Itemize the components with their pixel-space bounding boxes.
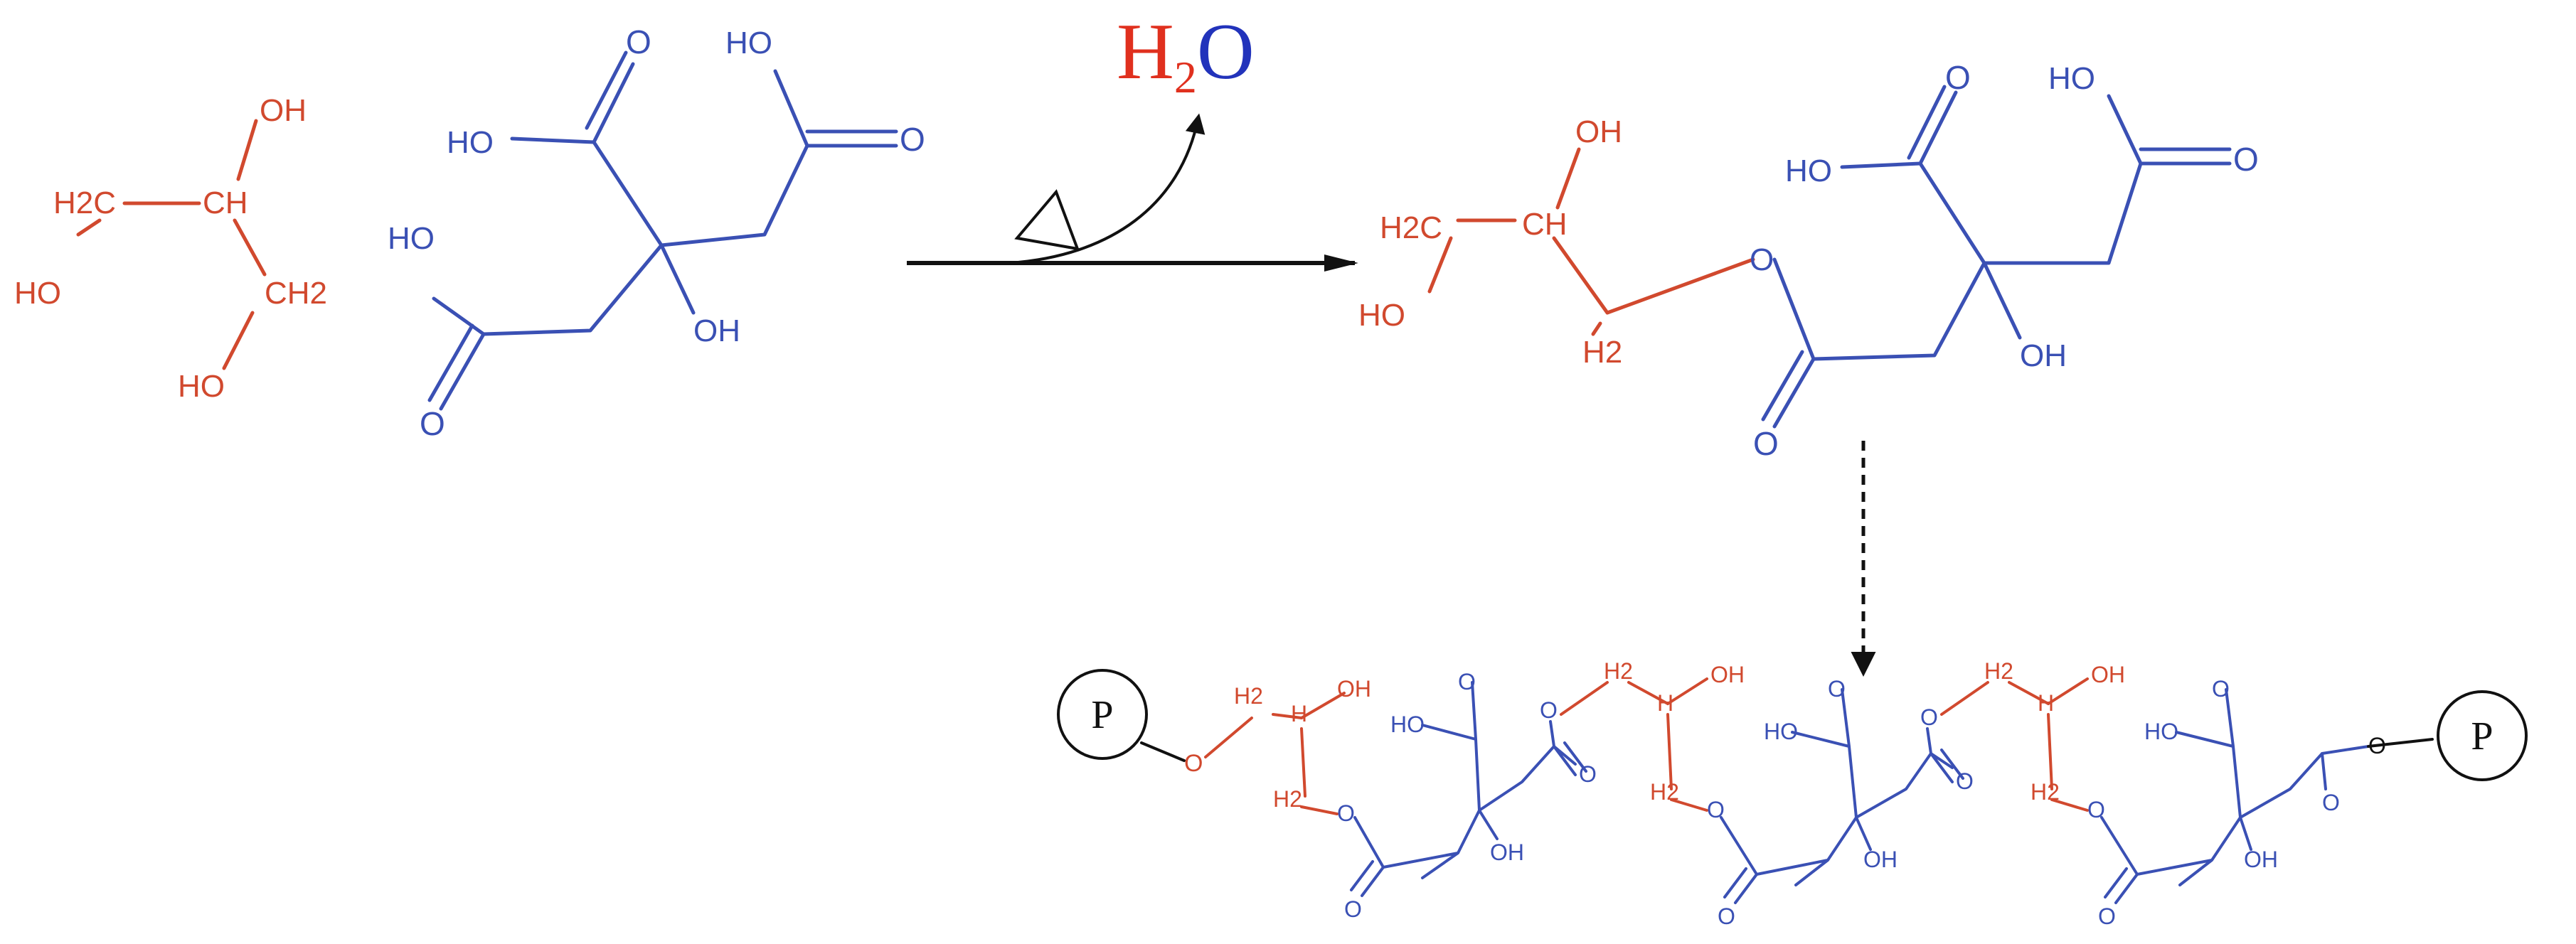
polymer-oh-1: OH <box>1337 676 1371 702</box>
polymer-o-1b: O <box>1458 669 1476 694</box>
polymer-o-label: O <box>1184 750 1203 777</box>
polymer-o-3b: O <box>2212 676 2230 702</box>
svg-text:H2O: H2O <box>1117 8 1255 102</box>
ester-o-top-label: O <box>1945 59 1971 96</box>
polymer-oh-3: OH <box>2091 662 2125 687</box>
polymer-o-3d: O <box>2322 790 2340 815</box>
water-byproduct: H2O <box>1117 8 1255 102</box>
polymer-o-2e: O <box>1920 704 1938 730</box>
polymer-h2-2a: H2 <box>1604 658 1633 684</box>
polymer-o-1d: O <box>1579 761 1597 787</box>
polymer-o-3e: O <box>2368 733 2386 758</box>
ester-h2c-label: H2C <box>1380 210 1442 245</box>
polymer-o-1e: O <box>1540 697 1558 723</box>
heat-triangle-icon <box>1014 189 1080 251</box>
ester-oh-citric-label: OH <box>2020 338 2067 373</box>
polymer-h-2: H <box>1657 690 1673 716</box>
citric-ho-mid-label: HO <box>388 221 435 256</box>
ester-ho-label: HO <box>1358 298 1405 333</box>
ester-ho-top-label: HO <box>2048 61 2095 96</box>
polymer-ho-2: HO <box>1764 719 1798 744</box>
glycerol-ho-bottom-label: HO <box>178 369 225 404</box>
polymer-h2-3b: H2 <box>2031 779 2060 805</box>
polymer-end-right-label: P <box>2471 714 2493 758</box>
polymer-end-left-label: P <box>1091 693 1113 737</box>
polymer-ho-3: HO <box>2144 719 2178 744</box>
polymer-ho-1: HO <box>1390 712 1425 737</box>
glycerol-ch-label: CH <box>203 186 248 220</box>
polymer-oh-2b: OH <box>1863 847 1898 872</box>
polymer-o-3c: O <box>2098 903 2116 929</box>
polymer-o-2b: O <box>1828 676 1846 702</box>
ester-ho-left-label: HO <box>1785 154 1832 188</box>
ester-o-bottom-label: O <box>1753 425 1779 462</box>
polymer-h-1: H <box>1291 701 1307 726</box>
ester-product: OH H2C CH HO H2 O O HO HO O OH O <box>1358 59 2259 462</box>
polymer-chain: P P O H2 H OH H2 O HO O OH O O O H2 H OH… <box>1057 658 2528 929</box>
citric-o-bottom-label: O <box>420 405 445 442</box>
polymer-h2-3a: H2 <box>1984 658 2013 684</box>
glycerol-molecule: OH H2C CH HO CH2 HO <box>14 93 327 404</box>
ester-o-link-label: O <box>1750 242 1774 277</box>
citric-acid-molecule: O HO HO O HO OH O <box>388 23 925 442</box>
polymer-oh-1b: OH <box>1490 840 1524 865</box>
polymer-end-left <box>1057 669 1148 760</box>
citric-ho-left-label: HO <box>447 125 494 160</box>
ester-oh-label: OH <box>1575 114 1622 149</box>
glycerol-oh-label: OH <box>260 93 307 128</box>
citric-o-right-label: O <box>900 121 925 158</box>
polymer-o-1: O <box>1337 800 1355 826</box>
ester-h2-label: H2 <box>1582 335 1622 370</box>
glycerol-ho-left-label: HO <box>14 276 61 311</box>
polymer-oh-2: OH <box>1710 662 1745 687</box>
citric-o-top-label: O <box>626 23 651 60</box>
citric-oh-label: OH <box>693 313 740 348</box>
glycerol-h2c-label: H2C <box>53 186 116 220</box>
polymer-o-2d: O <box>1956 768 1974 794</box>
water-o-label: O <box>1197 8 1255 96</box>
polymer-unit-1: H2 H OH H2 O HO O OH O O O <box>1204 669 1597 922</box>
polymer-oh-3b: OH <box>2244 847 2278 872</box>
polymer-end-right <box>2437 690 2528 781</box>
citric-ho-top-label: HO <box>725 26 772 60</box>
ester-ch-label: CH <box>1522 207 1568 242</box>
polymer-h2-1a: H2 <box>1234 683 1263 709</box>
polymer-h2-2b: H2 <box>1650 779 1679 805</box>
ester-o-right-label: O <box>2233 141 2259 178</box>
polymer-unit-3: H2 H OH H2 O HO O OH O O O <box>1940 658 2434 929</box>
polymer-o-2c: O <box>1718 903 1735 929</box>
reaction-arrow <box>907 113 1358 272</box>
polymer-unit-2: H2 H OH H2 O HO O OH O O O <box>1560 658 1974 929</box>
water-h-label: H <box>1117 8 1174 96</box>
polymer-h2-1b: H2 <box>1273 786 1302 812</box>
glycerol-ch2-label: CH2 <box>265 276 327 311</box>
polymer-o-1c: O <box>1344 896 1362 922</box>
polymer-h-3: H <box>2038 690 2054 716</box>
water-subscript-2: 2 <box>1174 52 1197 102</box>
